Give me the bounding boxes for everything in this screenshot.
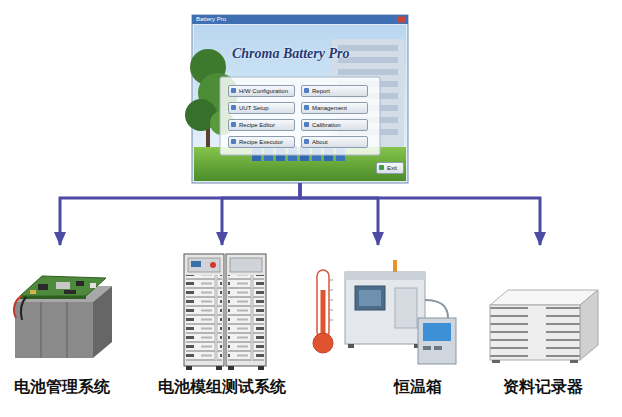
menu-button: Recipe Editor bbox=[228, 119, 295, 131]
button-label: Recipe Executor bbox=[239, 138, 291, 147]
menu-button: Calibration bbox=[301, 119, 368, 131]
menu-button: Report bbox=[301, 85, 368, 97]
button-label: UUT Setup bbox=[239, 104, 291, 113]
system-label: 恒温箱 bbox=[394, 376, 442, 398]
connector-arrow bbox=[300, 183, 540, 245]
system-item: 电池模组测试系统 bbox=[152, 246, 292, 398]
test-rack-art bbox=[184, 254, 266, 370]
software-window-art bbox=[185, 15, 408, 183]
button-label: Report bbox=[312, 87, 364, 96]
system-label: 电池管理系统 bbox=[14, 376, 110, 398]
window-caption-text: Battery Pro bbox=[196, 15, 226, 24]
system-item: 资料记录器 bbox=[488, 246, 598, 398]
menu-button: About bbox=[301, 136, 368, 148]
menu-button: Management bbox=[301, 102, 368, 114]
battery-pack-art bbox=[14, 276, 112, 358]
button-label: Exit bbox=[387, 164, 400, 173]
button-label: Management bbox=[312, 104, 364, 113]
connector-arrow bbox=[60, 183, 300, 245]
menu-button: Recipe Executor bbox=[228, 136, 295, 148]
button-label: Recipe Editor bbox=[239, 121, 291, 130]
button-label: H/W Configuration bbox=[239, 87, 291, 96]
connector-arrow bbox=[300, 183, 378, 245]
system-item: 恒温箱 bbox=[358, 246, 478, 398]
menu-button: H/W Configuration bbox=[228, 85, 295, 97]
button-label: About bbox=[312, 138, 364, 147]
software-window: Chroma Battery ProH/W Configuration Repor… bbox=[192, 15, 408, 183]
window-title: Chroma Battery Pro bbox=[232, 46, 349, 62]
connector-arrow bbox=[222, 183, 300, 245]
data-recorder-art bbox=[490, 290, 598, 363]
button-label: Calibration bbox=[312, 121, 364, 130]
chamber-art bbox=[313, 260, 456, 364]
system-item: 电池管理系统 bbox=[4, 246, 120, 398]
exit-button: Exit bbox=[376, 162, 404, 174]
system-label: 资料记录器 bbox=[503, 376, 583, 398]
system-label: 电池模组测试系统 bbox=[158, 376, 286, 398]
menu-button: UUT Setup bbox=[228, 102, 295, 114]
window-caption: Battery Pro bbox=[196, 15, 226, 24]
